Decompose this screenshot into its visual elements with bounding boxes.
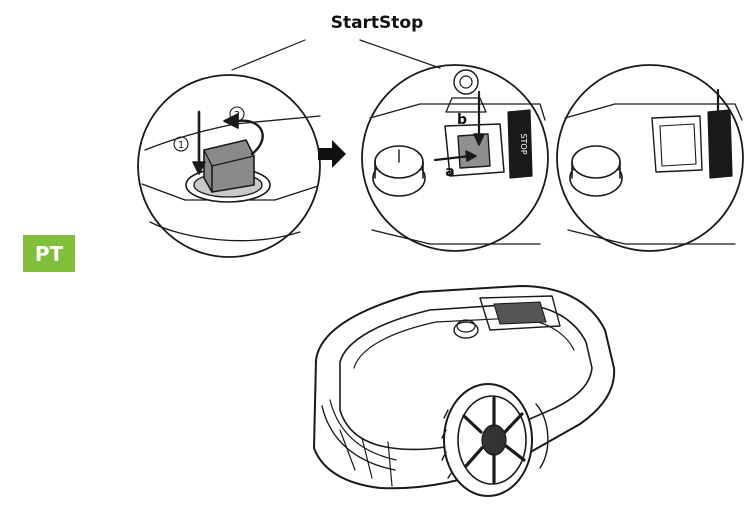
label-a: a: [445, 164, 454, 180]
zoom-circle-2: [361, 64, 549, 252]
step-1-number: 1: [178, 140, 184, 151]
right-arrow-icon: [318, 140, 346, 168]
step-2-number: 2: [234, 110, 240, 121]
language-badge: PT: [23, 235, 75, 272]
stop-button-label: STOP: [519, 133, 528, 154]
zoom-circle-1: [137, 74, 321, 258]
label-b: b: [457, 112, 467, 128]
robotic-mower-illustration: [313, 285, 616, 497]
diagram-title: StartStop: [330, 13, 424, 33]
zoom-circle-3: [556, 64, 744, 252]
title-leader-lines: [231, 39, 441, 71]
